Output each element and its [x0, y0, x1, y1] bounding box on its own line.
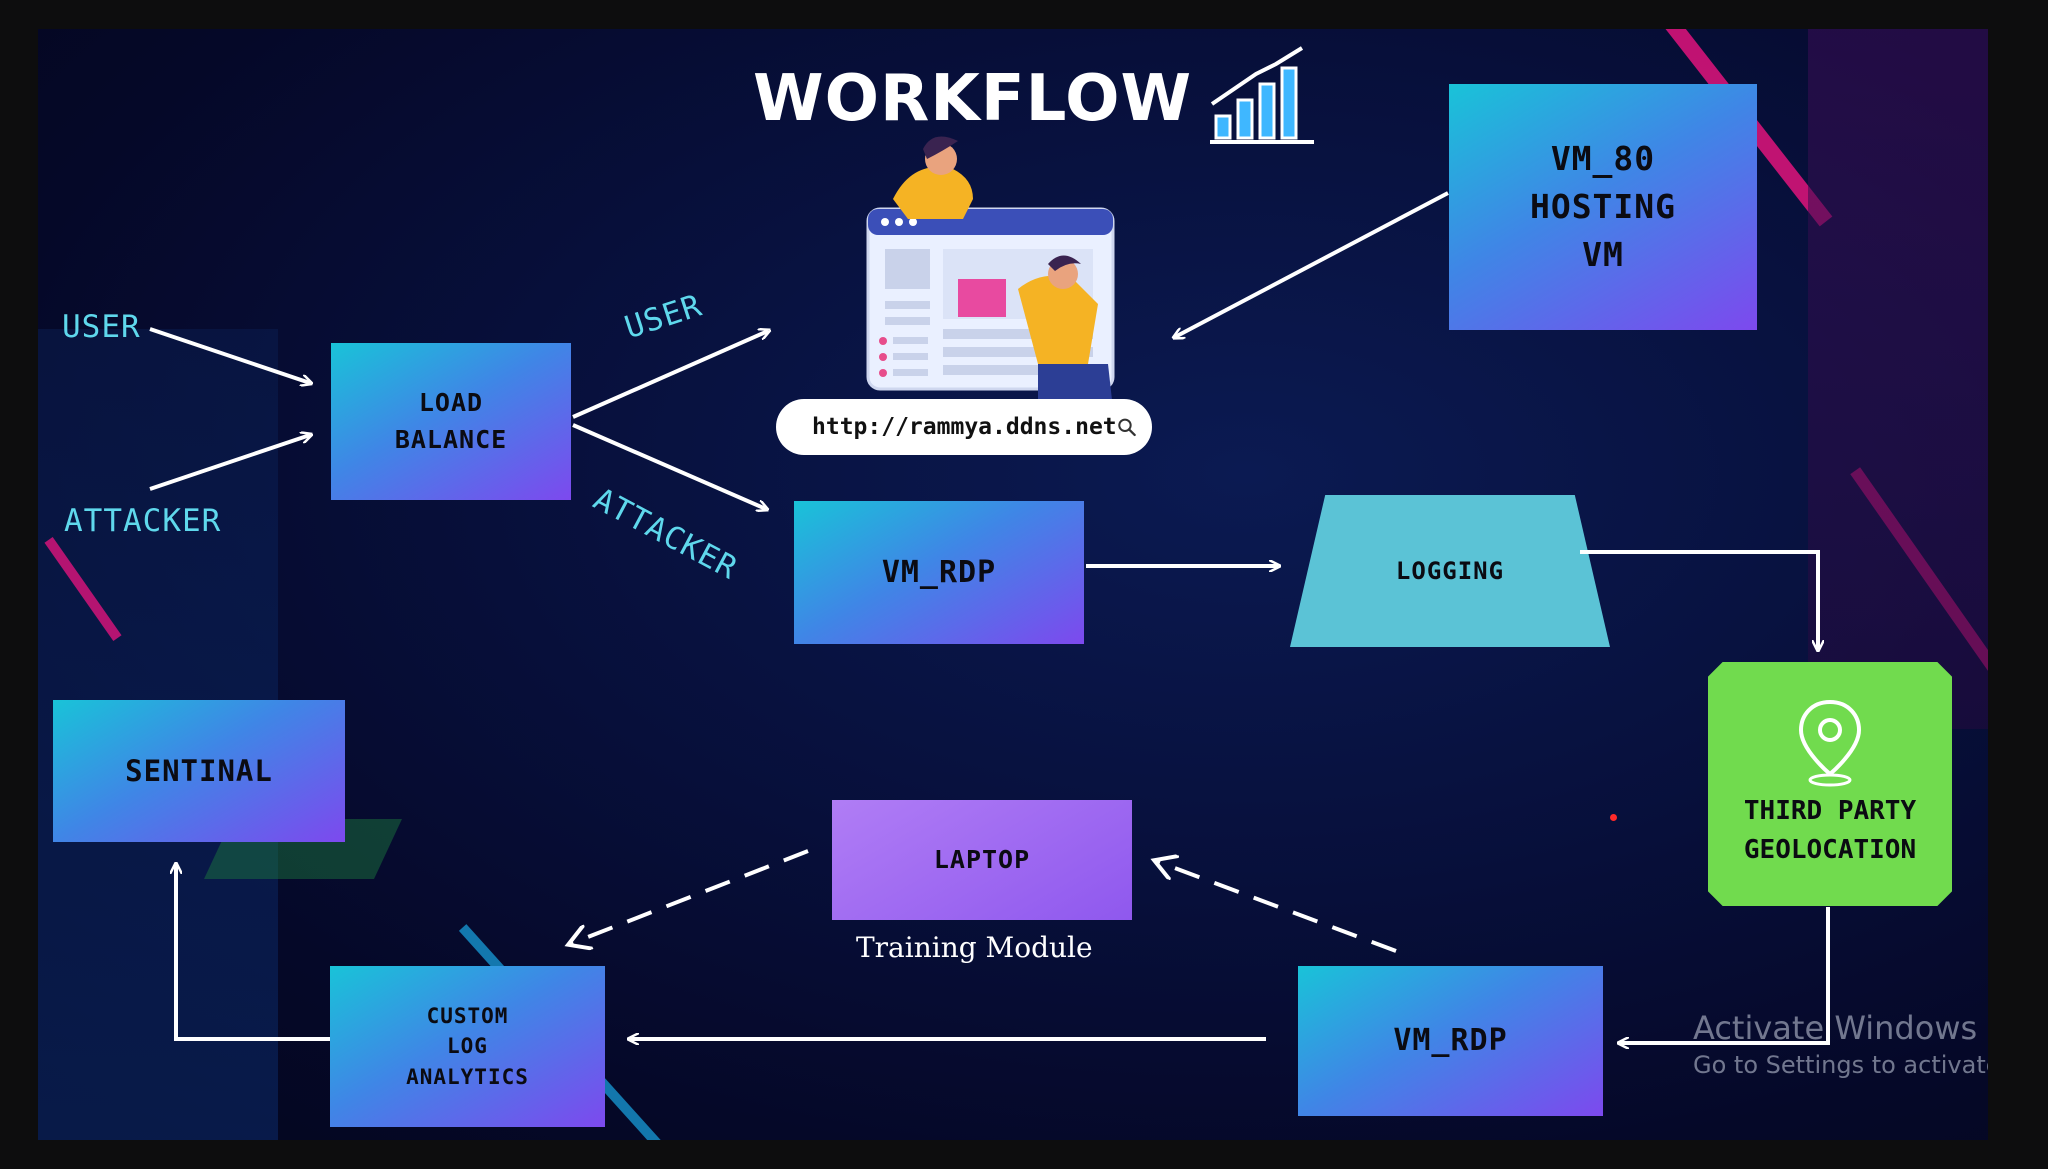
arrow-user-to-lb	[149, 327, 310, 383]
activate-windows-watermark: Activate Windows Go to Settings to activ…	[1693, 1009, 1988, 1079]
diagram-canvas: WORKFLOW	[38, 29, 1988, 1140]
arrow-customlog-to-sentinal	[176, 865, 330, 1041]
flow-arrows	[149, 191, 1830, 1140]
watermark-title: Activate Windows	[1693, 1009, 1978, 1047]
arrow-lb-to-website	[572, 331, 768, 419]
label-user-in: USER	[62, 309, 141, 345]
page-title: WORKFLOW	[753, 46, 1321, 144]
vm-rdp-bottom-node[interactable]: VM_RDP	[1298, 966, 1603, 1116]
third-party-geolocation-node[interactable]: THIRD PARTY GEOLOCATION	[1708, 662, 1952, 906]
arrow-vm80-to-website	[1175, 191, 1449, 337]
arrow-logging-to-geo	[1580, 550, 1818, 649]
bar-chart-icon	[1210, 46, 1315, 144]
arrow-geo-to-vmrdp	[1620, 907, 1830, 1043]
laptop-node[interactable]: LAPTOP	[832, 800, 1132, 920]
third-party-geolocation-label: THIRD PARTY GEOLOCATION	[1743, 796, 1917, 865]
training-module-caption: Training Module	[856, 931, 1093, 964]
load-balance-node[interactable]: LOAD BALANCE	[331, 343, 571, 500]
url-text: http://rammya.ddns.net	[812, 414, 1117, 440]
arrow-laptop-to-customlog	[570, 849, 809, 944]
location-pin-icon	[1798, 699, 1862, 787]
url-bar[interactable]: http://rammya.ddns.net	[776, 399, 1152, 455]
custom-log-analytics-node[interactable]: CUSTOM LOG ANALYTICS	[330, 966, 605, 1127]
vm-80-hosting-node[interactable]: VM_80 HOSTING VM	[1449, 84, 1757, 330]
sentinal-node[interactable]: SENTINAL	[53, 700, 345, 842]
arrow-attacker-to-lb	[149, 435, 310, 491]
label-attacker-in: ATTACKER	[64, 503, 222, 539]
title-text: WORKFLOW	[753, 62, 1193, 136]
arrow-lb-to-vmrdp	[572, 423, 766, 509]
vm-rdp-top-node[interactable]: VM_RDP	[794, 501, 1084, 644]
search-icon[interactable]	[1117, 410, 1136, 444]
logging-node[interactable]: LOGGING	[1290, 495, 1610, 647]
watermark-subtitle: Go to Settings to activate	[1693, 1051, 1988, 1079]
arrow-vmrdp-to-laptop	[1156, 861, 1397, 953]
